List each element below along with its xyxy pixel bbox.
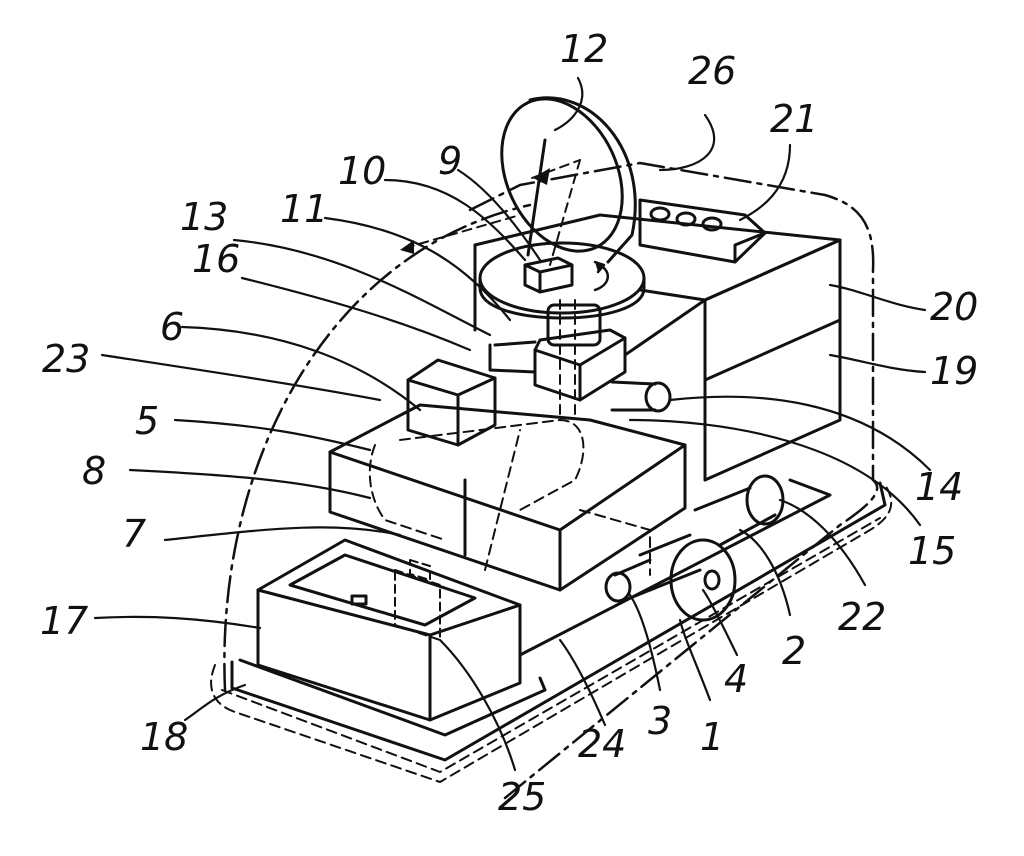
ref-numeral-10: 10 [338,149,387,193]
ref-numeral-21: 21 [770,97,819,141]
rotation-arrow [593,260,609,292]
ref-numeral-13: 13 [180,195,229,239]
ref-numeral-23: 23 [42,337,91,381]
ref-numeral-18: 18 [140,715,189,759]
base-plate [230,478,887,762]
rotating-disk [478,241,646,320]
scan-arrowhead [400,240,414,254]
ref-numeral-4: 4 [724,657,749,701]
ref-numeral-8: 8 [82,449,107,493]
base-plate-dashed-edges [210,484,893,783]
pedestal [488,303,672,413]
ref-numeral-19: 19 [930,349,979,393]
control-panel [638,198,767,264]
ref-numeral-22: 22 [838,595,887,639]
drive-motor [604,474,785,622]
ref-numeral-5: 5 [135,399,160,443]
display-box [256,538,522,722]
ref-numeral-3: 3 [648,699,673,743]
ref-numeral-16: 16 [192,237,241,281]
central-block [328,403,687,592]
ref-numeral-17: 17 [40,599,89,643]
leader-lines [93,76,932,772]
ref-numeral-2: 2 [782,629,807,673]
ref-numeral-26: 26 [688,49,737,93]
ref-numeral-15: 15 [908,529,957,573]
right-housing [473,213,842,482]
ref-numeral-14: 14 [915,465,964,509]
small-cube [406,358,497,447]
parabolic-dish [500,96,637,264]
ref-numeral-24: 24 [578,722,627,766]
ref-numeral-25: 25 [498,775,547,819]
ref-numeral-12: 12 [560,27,609,71]
housing-outline [223,161,879,800]
ref-numeral-9: 9 [438,139,463,183]
ref-numeral-6: 6 [160,305,185,349]
ref-numeral-20: 20 [930,285,979,329]
ref-numeral-11: 11 [280,187,329,231]
ref-numeral-1: 1 [700,715,725,759]
sensor-dashed [394,559,441,641]
ref-numeral-7: 7 [122,512,147,556]
beam-arrowhead [533,168,550,185]
